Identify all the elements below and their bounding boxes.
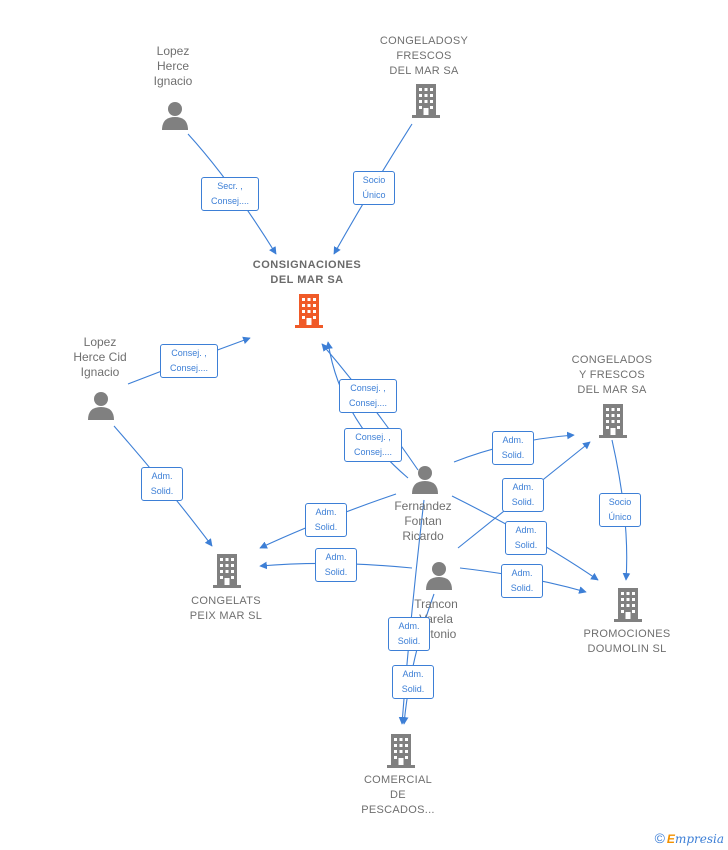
edge-label-socio-unico-top[interactable]: Socio Único xyxy=(353,171,395,205)
node-label-fernandez[interactable]: Fernandez Fontan Ricardo xyxy=(394,499,452,543)
edge-label-consej-fernandez-1[interactable]: Consej. , Consej.... xyxy=(339,379,397,413)
edge-label-secr-consej[interactable]: Secr. , Consej.... xyxy=(201,177,259,211)
node-label-lopez-herce-cid[interactable]: Lopez Herce Cid Ignacio xyxy=(73,335,127,379)
building-icon-congeladosy-top[interactable] xyxy=(410,84,442,118)
node-label-comercial[interactable]: COMERCIAL DE PESCADOS... xyxy=(361,774,435,816)
building-icon-promociones[interactable] xyxy=(612,588,644,622)
edge-label-socio-unico-right[interactable]: Socio Único xyxy=(599,493,641,527)
node-label-congelats[interactable]: CONGELATS PEIX MAR SL xyxy=(189,595,263,622)
person-icon-lopez-herce-cid[interactable] xyxy=(86,390,116,420)
empresia-brand: ©Empresia xyxy=(655,830,724,846)
person-icon-trancon[interactable] xyxy=(424,560,454,590)
edge-label-consej-lopez-cid[interactable]: Consej. , Consej.... xyxy=(160,344,218,378)
copyright-symbol: © xyxy=(654,830,665,846)
node-label-consignaciones[interactable]: CONSIGNACIONES DEL MAR SA xyxy=(252,259,362,286)
edge-label-adm-solid-fern-congelats[interactable]: Adm. Solid. xyxy=(305,503,347,537)
edge-label-adm-solid-fern-congelados[interactable]: Adm. Solid. xyxy=(492,431,534,465)
edge-label-adm-solid-fern-promo[interactable]: Adm. Solid. xyxy=(505,521,547,555)
edge-label-adm-solid-trancon-promo[interactable]: Adm. Solid. xyxy=(501,564,543,598)
building-icon-congelados-y-frescos[interactable] xyxy=(597,404,629,438)
building-icon-comercial[interactable] xyxy=(385,734,417,768)
edge-label-adm-solid-trancon-congelados[interactable]: Adm. Solid. xyxy=(502,478,544,512)
person-icon-fernandez[interactable] xyxy=(410,464,440,494)
brand-logo-text: mpresia xyxy=(674,832,724,846)
node-label-promociones[interactable]: PROMOCIONES DOUMOLIN SL xyxy=(583,628,671,655)
edge-label-adm-solid-trancon-comercial[interactable]: Adm. Solid. xyxy=(392,665,434,699)
brand-logo-letter: E xyxy=(666,832,675,846)
edge-label-adm-solid-fern-comercial[interactable]: Adm. Solid. xyxy=(388,617,430,651)
edge-label-consej-fernandez-2[interactable]: Consej. , Consej.... xyxy=(344,428,402,462)
edge-label-adm-solid-lopez-cid[interactable]: Adm. Solid. xyxy=(141,467,183,501)
edge-adm-trancon-comercial xyxy=(400,593,435,725)
person-icon-lopez-herce[interactable] xyxy=(160,100,190,130)
building-icon-congelats[interactable] xyxy=(211,554,243,588)
edge-consej-fernandez-2 xyxy=(325,341,409,479)
building-icon-consignaciones[interactable] xyxy=(293,294,325,328)
node-label-lopez-herce[interactable]: Lopez Herce Ignacio xyxy=(153,44,193,88)
node-label-congelados-y-frescos[interactable]: CONGELADOS Y FRESCOS DEL MAR SA xyxy=(571,354,653,396)
node-label-congeladosy-top[interactable]: CONGELADOSY FRESCOS DEL MAR SA xyxy=(379,35,469,77)
edge-label-adm-solid-trancon-congelats[interactable]: Adm. Solid. xyxy=(315,548,357,582)
